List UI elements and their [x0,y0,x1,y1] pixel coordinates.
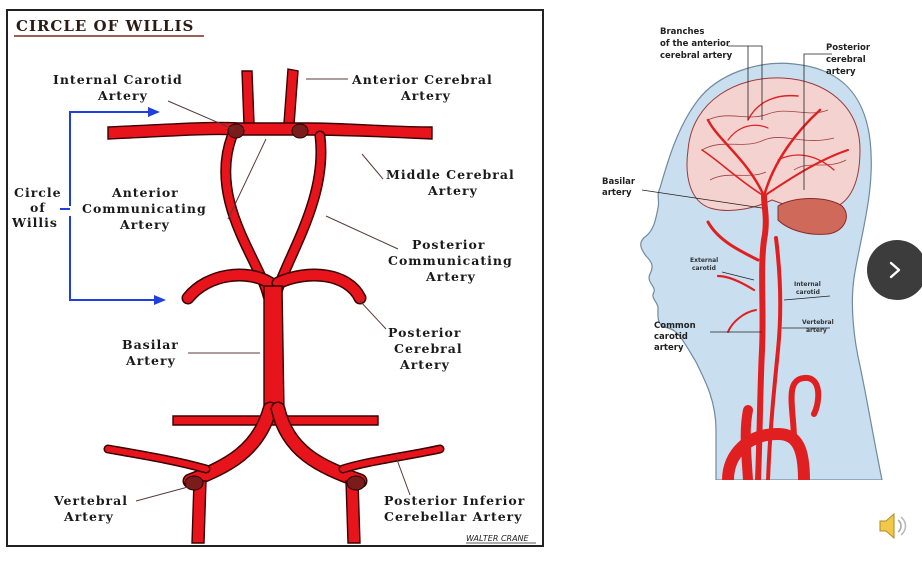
pointer-posterior-cerebral [359,300,387,330]
label-posterior-cerebral-1: Posterior [388,325,461,340]
label-basilar-r-1: Basilar [602,177,636,187]
posterior-cerebral-right [273,270,365,303]
label-posterior-comm-3: Artery [425,269,476,284]
label-common-1: Common [654,321,696,331]
label-circle-3: Willis [11,215,58,230]
head-arteries-svg: Branches of the anterior cerebral artery… [602,27,883,486]
vertebral-right [272,403,366,487]
label-internal-carotid-2: Artery [97,88,148,103]
label-posterior-cerebral-3: Artery [399,357,450,372]
label-external-1: External [690,257,718,264]
label-anterior-cerebral-2: Artery [400,88,451,103]
label-vertebral-1: Vertebral [53,493,128,508]
label-common-2: carotid [654,332,688,342]
label-anterior-comm-2: Communicating [82,201,207,216]
label-common-3: artery [654,343,684,353]
circle-bracket-bottom [69,216,154,301]
label-pica-1: Posterior Inferior [384,493,525,508]
artist-signature: WALTER CRANE [466,534,530,543]
chevron-right-icon [889,261,901,279]
label-anterior-comm-3: Artery [119,217,170,232]
label-posterior-2: cerebral [826,55,866,65]
label-posterior-comm-2: Communicating [388,253,513,268]
posterior-cerebral-left [183,270,275,303]
label-basilar-1: Basilar [122,337,179,352]
circle-bracket-top [69,111,154,206]
carotid-knob-left [227,123,245,139]
label-branches-3: cerebral artery [660,51,733,61]
carotid-knob-right [291,123,309,139]
label-branches-2: of the anterior [660,39,731,49]
bracket-arrow-top [148,107,160,117]
vertebral-left [184,403,276,487]
pica-right [340,446,443,472]
vessel-network [103,68,445,544]
cerebrum [686,77,861,211]
labels: Internal Carotid Artery Anterior Cerebra… [11,72,525,524]
label-internal-2: carotid [796,289,820,296]
label-anterior-comm-1: Anterior [111,185,179,200]
next-image-button[interactable] [867,240,922,300]
anterior-cerebral-right [283,68,299,126]
vertebral-knob-right [346,475,366,491]
diagram-title: CIRCLE OF WILLIS [16,17,194,35]
pointer-lines [60,78,411,502]
cerebellum [777,198,847,235]
circle-of-willis-svg: CIRCLE OF WILLIS [11,17,536,544]
anterior-cerebral-left [241,70,255,126]
audio-button[interactable] [876,508,912,544]
basilar-artery [263,285,285,412]
label-posterior-3: artery [826,67,856,77]
head-arteries-diagram: Branches of the anterior cerebral artery… [598,10,888,486]
pointer-internal-carotid [167,100,234,130]
pointer-middle-cerebral [361,153,384,180]
label-middle-cerebral-2: Artery [427,183,478,198]
label-vertebral-2: Artery [63,509,114,524]
head-artery-network [701,94,849,486]
label-basilar-r-2: artery [602,188,632,198]
pointer-pica [395,456,411,496]
pointer-anterior-communicating [227,138,267,220]
label-pica-2: Cerebellar Artery [384,509,523,524]
label-external-2: carotid [692,265,716,272]
head-pointer-lines [641,45,832,333]
pointer-vertebral [135,486,189,502]
label-posterior-cerebral-2: Cerebral [394,341,463,356]
middle-cerebral-bar [107,121,433,140]
circle-of-willis-diagram: CIRCLE OF WILLIS [6,9,544,547]
label-vertebral-r-2: artery [806,327,827,334]
pointer-posterior-communicating [325,215,399,250]
speaker-icon [879,512,907,540]
vertebral-knob-left [184,475,204,491]
label-internal-1: Internal [794,281,821,288]
label-anterior-cerebral-1: Anterior Cerebral [351,72,493,87]
label-circle-1: Circle [14,185,62,200]
pica-left [105,446,209,472]
label-circle-2: of [30,200,46,215]
label-middle-cerebral-1: Middle Cerebral [386,167,515,182]
bracket-arrow-bottom [154,295,166,305]
label-basilar-2: Artery [125,353,176,368]
label-internal-carotid-1: Internal Carotid [53,72,183,87]
label-posterior-comm-1: Posterior [412,237,485,252]
brain-folds [701,109,847,181]
label-posterior-1: Posterior [826,43,871,53]
label-vertebral-r-1: Vertebral [802,319,834,326]
label-branches-1: Branches [660,27,704,37]
